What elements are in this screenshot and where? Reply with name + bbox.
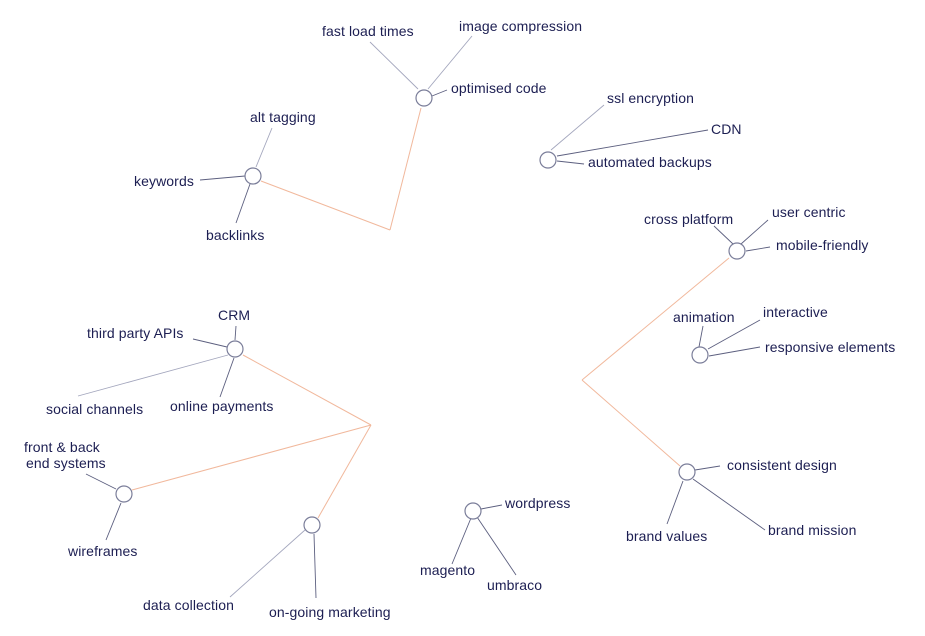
- branch-line-responsive: [581, 257, 730, 381]
- branch-line-branding: [581, 379, 681, 467]
- label-crm: CRM: [218, 307, 250, 323]
- spoke-fast-load-times: [369, 41, 419, 90]
- node-architecture[interactable]: [115, 485, 133, 503]
- branch-line-performance: [389, 107, 422, 231]
- spoke-image-compression: [427, 35, 473, 90]
- spoke-cross-platform: [713, 225, 734, 245]
- spoke-lines: [77, 35, 771, 599]
- spoke-third-party-apis: [192, 338, 228, 348]
- spoke-consistent-design: [694, 465, 721, 471]
- spoke-data-collection: [229, 529, 306, 598]
- label-automated-backups: automated backups: [588, 154, 712, 170]
- node-interactivity[interactable]: [691, 346, 709, 364]
- label-front-back: front & back: [24, 439, 101, 455]
- label-magento: magento: [420, 562, 475, 578]
- label-wordpress: wordpress: [504, 495, 570, 511]
- label-end-systems: end systems: [26, 455, 106, 471]
- label-animation: animation: [673, 309, 735, 325]
- label-optimised-code: optimised code: [451, 80, 547, 96]
- node-branding[interactable]: [678, 463, 696, 481]
- label-umbraco: umbraco: [487, 577, 542, 593]
- spoke-user-centric: [740, 219, 769, 245]
- branch-line-architecture: [131, 424, 372, 491]
- node-responsive[interactable]: [728, 242, 746, 260]
- spoke-crm: [234, 325, 237, 341]
- label-wireframes: wireframes: [67, 543, 137, 559]
- spoke-wireframes: [105, 502, 122, 541]
- spoke-interactive: [707, 319, 761, 350]
- spoke-online-payments: [219, 357, 235, 398]
- spoke-keywords: [199, 175, 246, 181]
- node-integrations[interactable]: [226, 340, 244, 358]
- label-consistent-design: consistent design: [727, 457, 837, 473]
- spoke-alt-tagging: [255, 127, 273, 168]
- label-data-collection: data collection: [143, 597, 234, 613]
- branch-line-seo: [260, 180, 391, 231]
- node-performance[interactable]: [415, 89, 433, 107]
- spoke-optimised-code: [431, 89, 448, 97]
- label-third-party-apis: third party APIs: [87, 325, 184, 341]
- label-user-centric: user centric: [772, 204, 846, 220]
- label-cross-platform: cross platform: [644, 211, 733, 227]
- cluster-nodes: [115, 89, 746, 534]
- spoke-brand-mission: [692, 478, 766, 531]
- label-backlinks: backlinks: [206, 227, 264, 243]
- label-keywords: keywords: [134, 173, 194, 189]
- spoke-cdn: [556, 129, 709, 157]
- spoke-brand-values: [666, 480, 684, 525]
- spoke-umbraco: [476, 516, 517, 576]
- spoke-automated-backups: [556, 160, 585, 165]
- node-cms[interactable]: [464, 502, 482, 520]
- spoke-ssl-encryption: [550, 104, 605, 151]
- label-mobile-friendly: mobile-friendly: [776, 237, 869, 253]
- branch-lines: [131, 107, 730, 519]
- label-ssl-encryption: ssl encryption: [607, 90, 694, 106]
- label-cdn: CDN: [711, 121, 742, 137]
- spoke-on-going-marketing: [313, 533, 317, 599]
- labels: fast load times image compression optimi…: [24, 18, 895, 620]
- spoke-responsive-elements: [708, 346, 761, 357]
- spoke-animation: [698, 325, 704, 348]
- spoke-backlinks: [235, 183, 251, 224]
- label-on-going-marketing: on-going marketing: [269, 604, 391, 620]
- spoke-magento: [451, 517, 472, 565]
- node-security[interactable]: [539, 151, 557, 169]
- label-brand-mission: brand mission: [768, 522, 856, 538]
- branch-line-marketing: [317, 424, 372, 519]
- spoke-social-channels: [77, 354, 229, 397]
- node-seo[interactable]: [244, 167, 262, 185]
- label-brand-values: brand values: [626, 528, 707, 544]
- spoke-wordpress: [480, 504, 503, 510]
- label-responsive-elements: responsive elements: [765, 339, 895, 355]
- label-fast-load-times: fast load times: [322, 23, 414, 39]
- spoke-front-back: [85, 473, 117, 490]
- label-interactive: interactive: [763, 304, 828, 320]
- label-alt-tagging: alt tagging: [250, 109, 316, 125]
- node-marketing[interactable]: [303, 516, 321, 534]
- label-online-payments: online payments: [170, 398, 273, 414]
- branch-line-integrations: [242, 354, 372, 426]
- label-social-channels: social channels: [46, 401, 143, 417]
- label-image-compression: image compression: [459, 18, 582, 34]
- spoke-mobile-friendly: [745, 246, 771, 252]
